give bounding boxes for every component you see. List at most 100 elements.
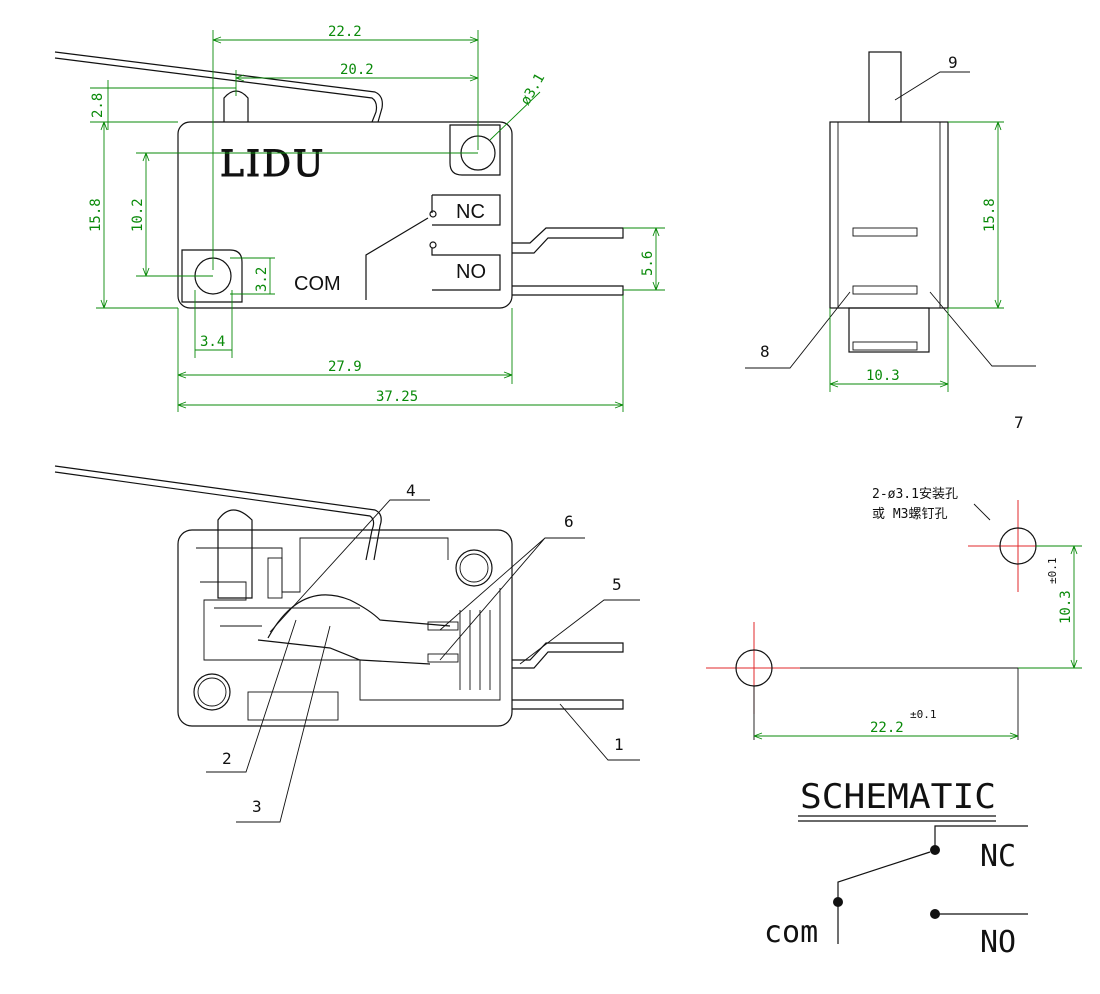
com-blade bbox=[365, 217, 429, 300]
dim-line-3-2 bbox=[230, 257, 275, 295]
nc-node bbox=[930, 845, 940, 855]
schematic-nc: NC bbox=[980, 839, 1016, 874]
no-label: NO bbox=[456, 261, 486, 283]
dim-10-2: 10.2 bbox=[130, 198, 146, 232]
internal-terminal-lower bbox=[512, 699, 624, 710]
schematic: SCHEMATIC NC com NO bbox=[764, 777, 1028, 960]
dim-37-25: 37.25 bbox=[376, 389, 418, 405]
dim-3-2: 3.2 bbox=[254, 267, 270, 292]
dim-line-5-6 bbox=[623, 227, 665, 291]
dim-5-6: 5.6 bbox=[640, 251, 656, 276]
side-body-inner bbox=[837, 122, 941, 308]
leader-1 bbox=[559, 703, 640, 761]
hole-note-line2: 或 M3螺钉孔 bbox=[872, 507, 947, 522]
internal-body bbox=[177, 529, 513, 727]
hole-pattern: 2-ø3.1安装孔 或 M3螺钉孔 10.3 ±0.1 22.2 ±0.1 bbox=[706, 487, 1082, 740]
callout-4: 4 bbox=[406, 481, 416, 500]
no-contact-dot bbox=[429, 241, 437, 249]
dim-3-1: ø3.1 bbox=[518, 71, 549, 108]
dim-line-15-8 bbox=[96, 121, 178, 309]
schematic-title-underline bbox=[798, 815, 996, 822]
lever bbox=[54, 51, 383, 123]
nc-line bbox=[934, 825, 1028, 850]
dim-2-8: 2.8 bbox=[90, 93, 106, 118]
nc-label: NC bbox=[456, 201, 485, 223]
internal-blade bbox=[257, 639, 431, 665]
hole-note-line1: 2-ø3.1安装孔 bbox=[872, 487, 958, 502]
internal-block bbox=[247, 691, 339, 721]
side-dim-15-8: 15.8 bbox=[982, 198, 998, 232]
dim-22-2: 22.2 bbox=[328, 24, 362, 40]
side-view: 9 8 7 15.8 10.3 bbox=[745, 51, 1036, 432]
leader-2 bbox=[206, 619, 297, 773]
leader-3 bbox=[236, 625, 331, 823]
side-terminal bbox=[848, 307, 930, 353]
callout-9: 9 bbox=[948, 53, 958, 72]
callout-3: 3 bbox=[252, 797, 262, 816]
dim-3-4: 3.4 bbox=[200, 334, 225, 350]
com-node bbox=[833, 897, 843, 907]
dim-line-22-2 bbox=[212, 30, 479, 270]
dim-20-2: 20.2 bbox=[340, 62, 374, 78]
side-body bbox=[829, 121, 949, 309]
schematic-no: NO bbox=[980, 925, 1016, 960]
note-leader bbox=[973, 503, 991, 521]
callout-6: 6 bbox=[564, 512, 574, 531]
dim-line-3-4 bbox=[194, 290, 233, 358]
internal-cavity bbox=[196, 537, 501, 701]
mount-hole-boss-left bbox=[181, 249, 243, 303]
nc-contact-dot bbox=[429, 210, 437, 218]
terminal-com bbox=[512, 285, 624, 296]
internal-hole-right-inner bbox=[459, 553, 489, 583]
side-dim-10-3: 10.3 bbox=[866, 368, 900, 384]
no-node bbox=[930, 909, 940, 919]
internal-hole-left-inner bbox=[197, 677, 227, 707]
side-slot-lower bbox=[852, 285, 918, 295]
dim-15-8: 15.8 bbox=[88, 198, 104, 232]
internal-contact-lower bbox=[427, 653, 459, 663]
internal-view: 4 6 5 1 2 3 bbox=[54, 465, 640, 823]
side-slot-upper bbox=[852, 227, 918, 237]
dim-line-37-25 bbox=[177, 295, 624, 412]
side-plunger bbox=[868, 51, 902, 123]
internal-terminal-upper bbox=[512, 642, 624, 669]
internal-contact-rail bbox=[459, 610, 491, 690]
switch-body bbox=[177, 121, 513, 309]
leader-6 bbox=[439, 537, 585, 661]
leader-9 bbox=[894, 71, 970, 101]
schematic-com: com bbox=[764, 915, 818, 950]
pattern-dim-line-horz bbox=[753, 732, 1019, 740]
com-label: COM bbox=[294, 273, 341, 295]
side-dim-line-15-8 bbox=[948, 121, 1004, 309]
dim-line-27-9 bbox=[177, 308, 513, 412]
internal-post bbox=[267, 557, 283, 599]
dim-line-20-2 bbox=[235, 70, 479, 96]
side-dim-line-10-3 bbox=[829, 308, 949, 392]
pattern-dim-line-vert bbox=[1018, 545, 1082, 669]
dim-line-3-1 bbox=[489, 91, 541, 141]
mount-hole-boss-right bbox=[449, 124, 501, 176]
top-view: LIDU NC NO COM 22.2 20.2 ø3.1 2.8 15.8 1… bbox=[54, 24, 665, 412]
com-line bbox=[837, 851, 931, 944]
dim-line-2-8 bbox=[90, 80, 236, 130]
dim-line-10-2 bbox=[136, 152, 478, 277]
internal-hole-right bbox=[455, 549, 493, 587]
no-contact-bracket bbox=[431, 248, 501, 291]
dim-27-9: 27.9 bbox=[328, 359, 362, 375]
brand-text: LIDU bbox=[220, 144, 325, 185]
pattern-dim-vert-tol: ±0.1 bbox=[1046, 558, 1059, 585]
side-terminal-slot bbox=[852, 341, 918, 351]
schematic-title: SCHEMATIC bbox=[800, 777, 996, 817]
callout-7: 7 bbox=[1014, 413, 1024, 432]
callout-5: 5 bbox=[612, 575, 622, 594]
callout-8: 8 bbox=[760, 342, 770, 361]
pattern-dim-horz-tol: ±0.1 bbox=[910, 708, 937, 721]
internal-plunger bbox=[217, 509, 253, 599]
internal-spring bbox=[267, 594, 451, 639]
pattern-dim-horz: 22.2 bbox=[870, 720, 904, 736]
internal-contact-upper bbox=[427, 621, 459, 631]
leader-4 bbox=[269, 499, 430, 633]
leader-7 bbox=[929, 291, 1036, 367]
internal-hole-left bbox=[193, 673, 231, 711]
